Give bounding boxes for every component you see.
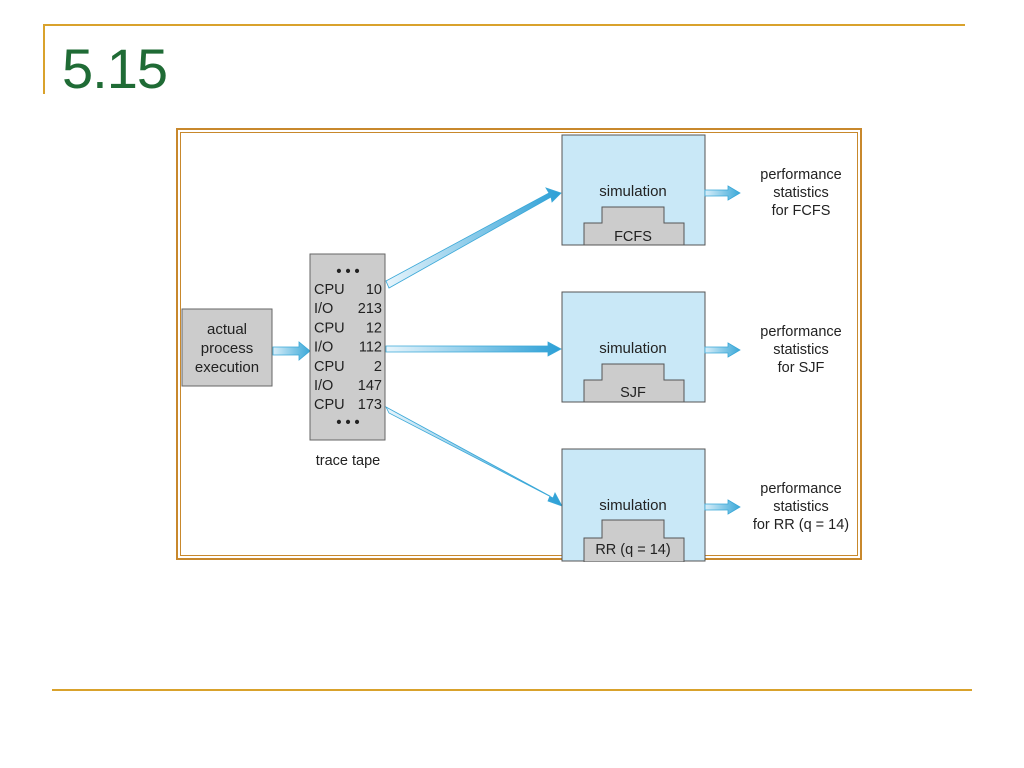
slide-title: 5.15 — [62, 37, 168, 100]
stats-rr-1: performance — [760, 481, 841, 497]
algo-fcfs: FCFS — [614, 229, 652, 245]
simulation-diagram: actual process execution • • • CPU 10I/O 2… — [181, 134, 849, 562]
tape-value: 12 — [366, 320, 382, 336]
stats-rr-3: for RR (q = 14) — [753, 517, 849, 533]
algo-sjf: SJF — [620, 385, 646, 401]
tape-dots-bottom: • • • — [336, 415, 359, 431]
arrow-to-rr — [385, 406, 563, 507]
tape-value: 10 — [366, 282, 382, 298]
bottom-rule — [52, 689, 972, 691]
stats-sjf: performance statistics for SJF — [760, 324, 841, 376]
stats-sjf-1: performance — [760, 324, 841, 340]
tape-value: 2 — [374, 359, 382, 375]
stats-rr-2: statistics — [773, 499, 829, 515]
arrow-to-sjf — [385, 341, 562, 357]
figure-inner-border — [180, 132, 858, 556]
tape-op: CPU — [314, 359, 345, 375]
source-line-3: execution — [195, 359, 259, 376]
tape-caption: trace tape — [316, 453, 381, 469]
tape-value: 213 — [358, 301, 382, 317]
sim-label-sjf: simulation — [599, 340, 667, 357]
simulation-rr: simulation RR (q = 14) — [561, 448, 706, 562]
stats-sjf-3: for SJF — [778, 360, 825, 376]
stats-sjf-2: statistics — [773, 342, 829, 358]
tape-value: 173 — [358, 397, 382, 413]
stats-arrow-sjf — [704, 342, 741, 358]
tape-op: CPU — [314, 282, 345, 298]
stats-fcfs: performance statistics for FCFS — [760, 167, 841, 219]
stats-fcfs-3: for FCFS — [772, 203, 831, 219]
stats-rr: performance statistics for RR (q = 14) — [753, 481, 849, 533]
algo-rr: RR (q = 14) — [595, 542, 670, 558]
tape-op: I/O — [314, 378, 333, 394]
source-line-2: process — [201, 340, 254, 357]
stats-arrow-rr — [704, 499, 741, 515]
tape-dots-top: • • • — [336, 264, 359, 280]
tape-value: 112 — [359, 340, 382, 356]
tape-value: 147 — [358, 378, 382, 394]
simulation-sjf: simulation SJF — [561, 291, 706, 403]
arrow-to-fcfs — [385, 187, 562, 289]
left-rule — [43, 24, 45, 94]
tape-op: I/O — [314, 340, 333, 356]
sim-label-rr: simulation — [599, 497, 667, 514]
tape-op: I/O — [314, 301, 333, 317]
tape-op: CPU — [314, 320, 345, 336]
arrow-to-tape — [272, 341, 311, 361]
stats-fcfs-2: statistics — [773, 185, 829, 201]
stats-arrow-fcfs — [704, 185, 741, 201]
stats-fcfs-1: performance — [760, 167, 841, 183]
simulation-fcfs: simulation FCFS — [561, 134, 706, 246]
sim-label-fcfs: simulation — [599, 183, 667, 200]
top-rule — [43, 24, 965, 26]
actual-process-box: actual process execution — [181, 308, 273, 387]
source-line-1: actual — [207, 321, 247, 338]
tape-op: CPU — [314, 397, 345, 413]
